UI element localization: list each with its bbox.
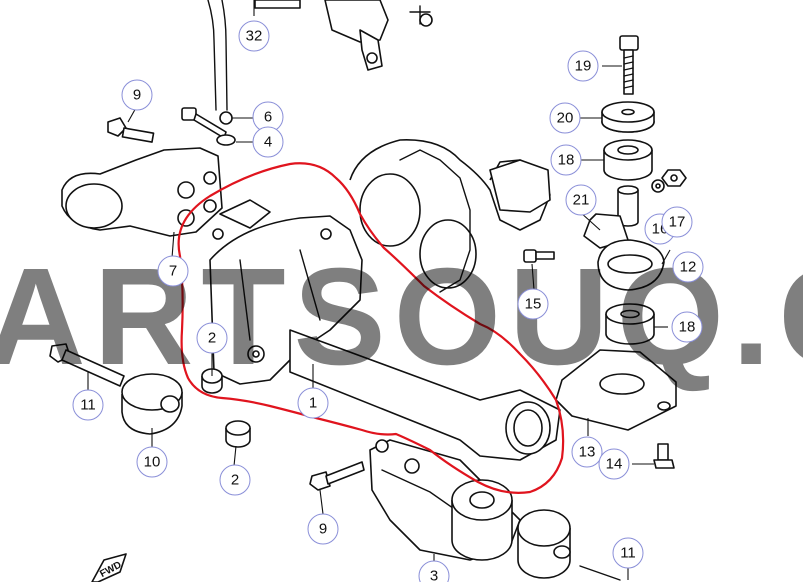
bushing-18-lower (605, 303, 655, 345)
callout-circle (549, 102, 581, 134)
callout-1: 1 (297, 387, 329, 419)
callout-18: 18 (671, 311, 703, 343)
callout-2: 2 (196, 322, 228, 354)
bolt-15 (523, 249, 555, 263)
bushing-2-lower (225, 420, 251, 448)
bolt-6-4 (181, 107, 236, 146)
callout-14: 14 (598, 448, 630, 480)
callout-label: 10 (144, 454, 161, 471)
callout-label: 15 (525, 296, 542, 313)
callout-label: 17 (669, 214, 686, 231)
callout-label: 12 (680, 259, 697, 276)
callout-label: 1 (309, 395, 317, 412)
callout-circle (517, 288, 549, 320)
callout-3: 3 (418, 560, 450, 582)
callout-12: 12 (672, 251, 704, 283)
callout-circle (672, 251, 704, 283)
breather-pipe (207, 0, 228, 111)
callout-circle (252, 126, 284, 158)
callout-circle (238, 20, 270, 52)
callout-20: 20 (549, 102, 581, 134)
callout-circle (612, 537, 644, 569)
callout-label: 19 (575, 58, 592, 75)
fwd-arrow: FWD (91, 553, 127, 582)
callout-label: 20 (557, 110, 574, 127)
callout-circle (571, 436, 603, 468)
callout-21: 21 (565, 184, 597, 216)
washer-20 (601, 101, 655, 133)
callout-circle (297, 387, 329, 419)
callout-17: 17 (661, 206, 693, 238)
callout-4: 4 (252, 126, 284, 158)
callout-15: 15 (517, 288, 549, 320)
axle-housing-1 (209, 199, 561, 461)
callout-circle (567, 50, 599, 82)
callout-label: 11 (80, 397, 96, 414)
bolt-14 (653, 443, 675, 469)
callout-circle (661, 206, 693, 238)
callout-label: 13 (579, 444, 596, 461)
callout-9: 9 (307, 513, 339, 545)
callout-circle (598, 448, 630, 480)
callout-label: 9 (319, 521, 327, 538)
lateral-rod-bracket-7 (61, 147, 223, 237)
callout-label: 21 (573, 192, 590, 209)
callout-circle (121, 79, 153, 111)
callout-10: 10 (136, 446, 168, 478)
differential-carrier (349, 139, 551, 293)
callout-circle (418, 560, 450, 582)
callout-circle (72, 389, 104, 421)
callout-label: 11 (620, 545, 636, 562)
callout-19: 19 (567, 50, 599, 82)
callout-label: 7 (169, 263, 177, 280)
callout-circle (550, 144, 582, 176)
bolt-9-top (107, 117, 155, 143)
highlight-outline (177, 162, 565, 494)
callout-circle (219, 464, 251, 496)
callout-13: 13 (571, 436, 603, 468)
callout-7: 7 (157, 255, 189, 287)
mount-bracket-13 (555, 349, 677, 431)
callout-label: 32 (246, 28, 263, 45)
callout-label: 2 (208, 330, 216, 347)
callout-label: 2 (231, 472, 239, 489)
callout-label: 6 (264, 109, 272, 126)
callout-label: 3 (430, 568, 438, 582)
bushing-18-upper (603, 139, 653, 181)
callout-circle (307, 513, 339, 545)
bushing-11-lower-right (517, 509, 621, 581)
callout-label: 14 (606, 456, 623, 473)
callout-circle (136, 446, 168, 478)
callout-label: 18 (558, 152, 575, 169)
callout-circle (157, 255, 189, 287)
bolt-9-lower (309, 461, 365, 491)
callout-9: 9 (121, 79, 153, 111)
bolt-11-left (49, 343, 125, 387)
washer-16 (651, 179, 665, 193)
callout-label: 4 (264, 134, 272, 151)
arm-12 (583, 213, 665, 291)
callout-11: 11 (612, 537, 644, 569)
callout-label: 9 (133, 87, 141, 104)
bushing-10-left (121, 373, 183, 435)
callout-2: 2 (219, 464, 251, 496)
callout-circle (671, 311, 703, 343)
callout-circle (196, 322, 228, 354)
callout-label: 18 (679, 319, 696, 336)
callout-18: 18 (550, 144, 582, 176)
callout-11: 11 (72, 389, 104, 421)
callout-circle (565, 184, 597, 216)
top-bracket (254, 0, 433, 71)
nut-17 (661, 169, 687, 187)
callout-32: 32 (238, 20, 270, 52)
bolt-19 (619, 35, 639, 95)
watermark: ARTSOUQ.CO (0, 240, 803, 394)
